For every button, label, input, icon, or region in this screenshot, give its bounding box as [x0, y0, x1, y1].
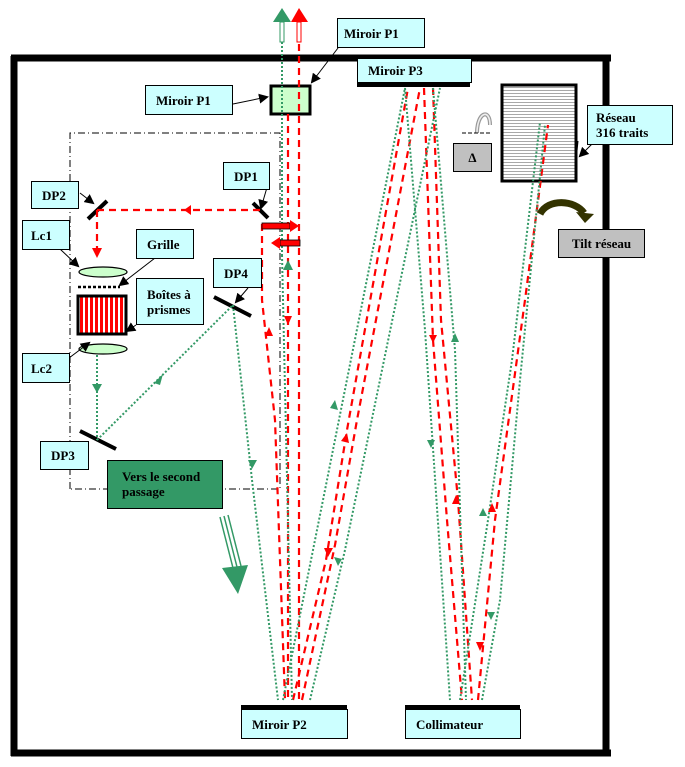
red-block-arrow-left — [271, 237, 301, 249]
label-grille: Grille — [136, 229, 194, 259]
delta-rotation-icon — [462, 112, 492, 134]
second-pass-arrow — [219, 514, 248, 594]
label-lc2: Lc2 — [22, 353, 70, 383]
mirror-p3-surface — [357, 83, 470, 87]
label-vers-second-passage: Vers le second passage — [107, 460, 223, 509]
exit-arrow-green — [273, 8, 291, 43]
beam-arrowheads — [92, 205, 496, 651]
green-beam-paths — [96, 22, 546, 701]
label-dp1: DP1 — [223, 162, 270, 190]
tilt-arrow-icon — [536, 199, 594, 223]
label-tilt-reseau: Tilt réseau — [558, 229, 645, 258]
red-block-arrow-right — [261, 220, 299, 232]
mirror-p1-element — [269, 84, 312, 116]
label-boites-prismes: Boîtes à prismes — [136, 278, 204, 325]
label-dp4: DP4 — [213, 258, 262, 288]
label-delta: Δ — [453, 143, 492, 172]
enclosure — [10, 54, 611, 757]
red-beam-paths — [95, 20, 550, 701]
label-miroir-p2: Miroir P2 — [241, 709, 348, 739]
label-dp2: DP2 — [31, 181, 79, 209]
label-lc1: Lc1 — [22, 220, 70, 250]
label-dp3: DP3 — [40, 441, 89, 470]
mirror-p2-surface — [241, 705, 347, 710]
label-miroir-p1-top: Miroir P1 — [337, 18, 425, 48]
label-miroir-p1-left: Miroir P1 — [145, 85, 233, 115]
dp1-mirror — [251, 201, 270, 220]
collimator-surface — [405, 705, 520, 710]
prism-box — [76, 294, 128, 336]
injection-box — [69, 132, 281, 490]
label-collimateur: Collimateur — [405, 709, 521, 739]
exit-arrow-red — [291, 8, 308, 43]
lens-lc2 — [78, 343, 128, 355]
lens-lc1 — [78, 266, 128, 278]
label-reseau: Réseau 316 traits — [587, 105, 673, 145]
label-miroir-p3: Miroir P3 — [357, 58, 472, 83]
